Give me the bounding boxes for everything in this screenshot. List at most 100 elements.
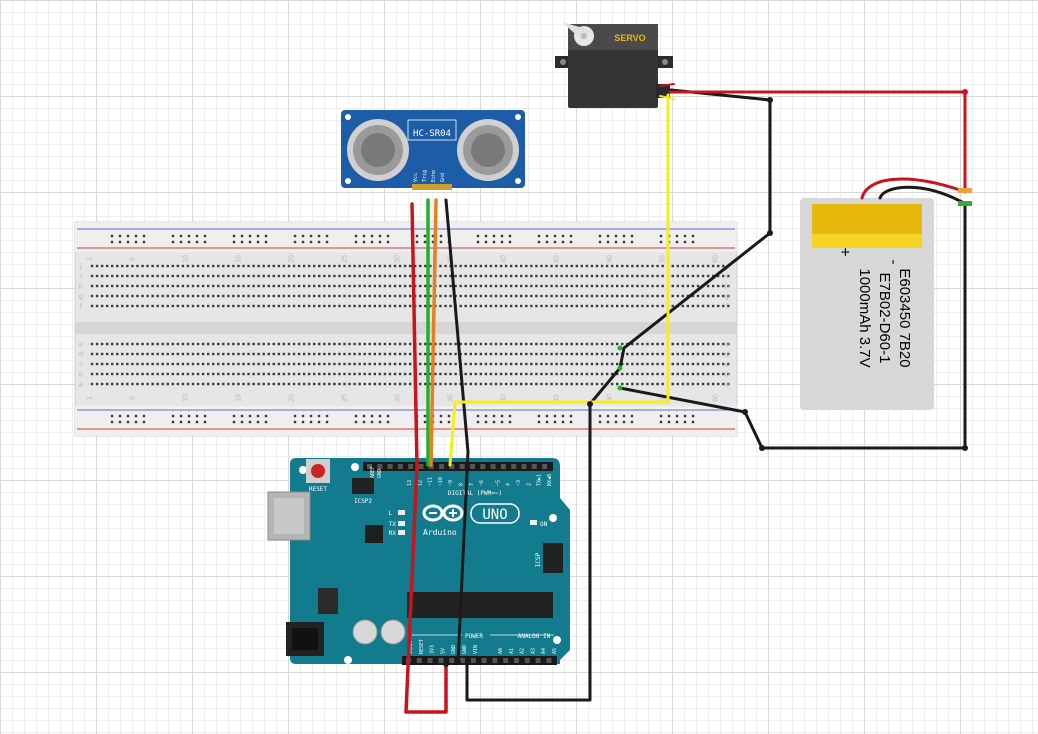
breadboard-hole [616,382,619,386]
header-pin [503,658,509,663]
breadboard-hole [489,294,493,298]
breadboard-hole [671,284,674,288]
breadboard-hole [353,294,356,298]
breadboard-hole [691,294,695,298]
rail-hole [492,234,496,238]
breadboard-hole [509,274,513,278]
breadboard-hole [676,362,679,366]
breadboard-hole [196,372,200,376]
column-number: 40 [501,394,508,402]
breadboard-hole [186,362,190,366]
breadboard-hole [257,284,260,288]
breadboard-hole [676,294,679,298]
breadboard-hole [196,294,200,298]
breadboard-hole [651,264,654,268]
breadboard-hole [535,294,538,298]
breadboard-hole [95,294,99,298]
rail-hole [187,420,191,424]
breadboard-hole [474,352,477,356]
breadboard-hole [590,352,594,356]
breadboard-hole [191,264,195,268]
breadboard-hole [267,304,270,308]
rail-hole [362,420,366,424]
breadboard-hole [307,352,311,356]
rail-hole [354,414,358,418]
breadboard-hole [146,294,149,298]
breadboard-hole [545,294,548,298]
rail-hole [301,240,305,244]
breadboard-hole [540,382,543,386]
breadboard-hole [636,382,639,386]
breadboard-hole [237,382,240,386]
breadboard-hole [489,382,493,386]
header-pin [500,464,506,469]
column-number: 20 [288,255,295,263]
breadboard-hole [651,342,654,346]
breadboard-hole [489,284,493,288]
rail-hole [691,240,695,244]
rail-hole [675,414,679,418]
aref-label: AREF [370,466,376,478]
breadboard-hole [282,362,286,366]
breadboard-hole [181,352,185,356]
breadboard-hole [227,382,230,386]
breadboard-hole [722,342,725,346]
breadboard-hole [161,362,164,366]
rail-hole [264,240,268,244]
breadboard-hole [378,274,382,278]
breadboard-hole [727,304,730,308]
rail-hole [187,240,191,244]
rail-hole [378,234,382,238]
breadboard-hole [272,274,275,278]
rail-hole [622,234,626,238]
breadboard-hole [307,274,311,278]
breadboard-hole [439,372,442,376]
breadboard-hole [388,362,392,366]
breadboard-hole [267,264,270,268]
column-number: 30 [395,255,402,263]
breadboard-hole [631,372,634,376]
breadboard-hole [116,352,119,356]
breadboard-hole [146,264,149,268]
breadboard-hole [105,382,109,386]
breadboard-hole [373,372,376,376]
breadboard-hole [181,362,185,366]
lipo-battery: E603450 7B20 E7B02-D60-1 1000mAh 3.7V - … [800,198,934,410]
reset-button-cap[interactable] [311,464,325,478]
breadboard-hole [90,304,94,308]
breadboard-hole [348,362,351,366]
breadboard-hole [282,274,286,278]
breadboard-hole [686,274,690,278]
breadboard-hole [646,362,649,366]
rail-hole [370,420,374,424]
breadboard-hole [313,372,316,376]
breadboard-hole [464,372,467,376]
breadboard-hole [206,304,210,308]
breadboard-hole [520,284,523,288]
breadboard-hole [656,264,659,268]
breadboard-hole [479,372,483,376]
breadboard-hole [368,372,371,376]
breadboard-hole [272,304,275,308]
breadboard-hole [272,372,275,376]
breadboard-hole [494,294,498,298]
breadboard-hole [287,294,291,298]
battery-top-stripe [812,204,922,234]
breadboard-hole [434,342,437,346]
breadboard-hole [136,372,139,376]
breadboard-hole [338,274,341,278]
breadboard-hole [570,264,573,268]
breadboard-hole [444,342,447,346]
breadboard-hole [722,372,725,376]
breadboard-hole [100,362,104,366]
rail-hole [691,234,695,238]
breadboard-hole [242,382,245,386]
breadboard-hole [449,382,452,386]
breadboard-hole [358,304,361,308]
power-pin-label: VIN [473,645,479,654]
breadboard-hole [313,264,316,268]
breadboard-hole [206,372,210,376]
breadboard-hole [727,294,730,298]
breadboard-hole [166,372,169,376]
digital-pin-label: ~6 [479,480,485,486]
